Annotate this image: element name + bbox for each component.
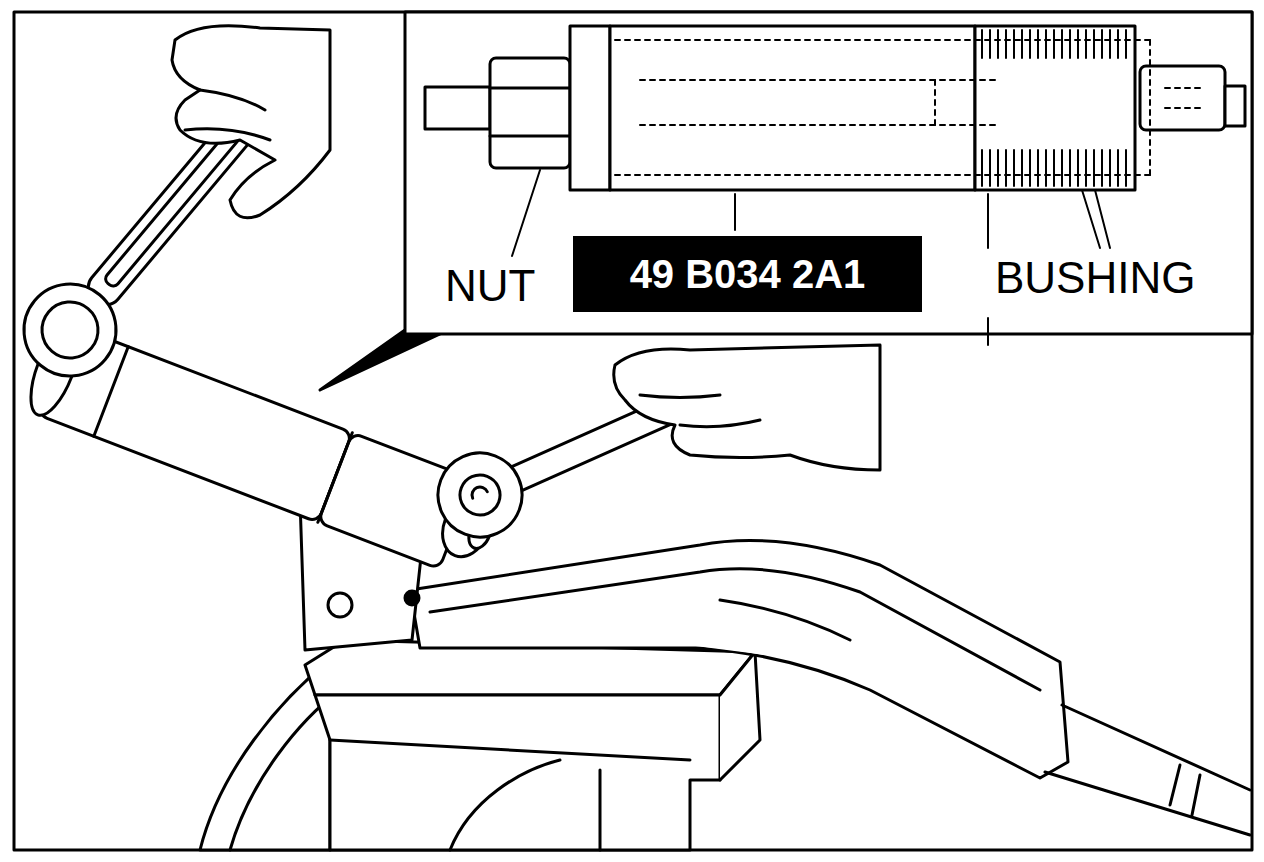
control-arm (410, 541, 1250, 836)
part-number-box: 49 B034 2A1 (573, 236, 922, 312)
frame (14, 12, 1252, 850)
inset-detail (320, 12, 1252, 390)
hand (614, 345, 880, 470)
vise (200, 640, 760, 850)
part-number: 49 B034 2A1 (630, 254, 866, 294)
leader-line (734, 194, 736, 230)
part-label: NUT (442, 262, 538, 310)
part-label: BUSHING (992, 254, 1198, 302)
leader-line (988, 190, 1110, 248)
hand (172, 26, 330, 218)
leader-line (512, 170, 540, 256)
